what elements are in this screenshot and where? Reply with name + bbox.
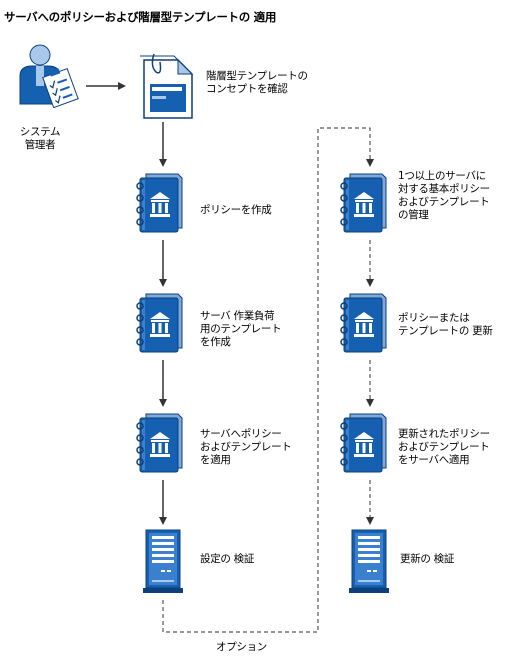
apply-binder-icon [136,413,183,473]
step-verify-update-label: 更新の 検証 [400,553,455,565]
verify-server-icon [142,529,184,594]
verify-update-server-icon [348,529,390,594]
actor-label: システム 管理者 [19,126,61,151]
create-template-binder-icon [136,293,183,353]
apply-updated-binder-icon [340,413,387,473]
document-icon [140,53,194,119]
diagram-title: サーバへのポリシーおよび階層型テンプレートの 適用 [4,10,277,24]
create-policy-binder-icon [136,173,183,233]
step-update-label: ポリシーまたは テンプレートの 更新 [398,312,493,337]
step-create-template-label: サーバ 作業負荷 用のテンプレート を作成 [200,310,282,348]
admin-with-clipboard-icon [19,44,79,109]
step-manage-label: 1つ以上のサーバに 対する基本ポリシー およびテンプレート の管理 [398,170,490,221]
update-binder-icon [340,293,387,353]
optional-loop-arrow [162,127,374,633]
step-review-concept-label: 階層型テンプレートの コンセプトを確認 [206,70,308,95]
step-create-policy-label: ポリシーを作成 [200,204,272,216]
optional-label: オプション [216,641,267,653]
step-apply-label: サーバへポリシー およびテンプレート を適用 [200,428,292,466]
step-apply-updated-label: 更新されたポリシー およびテンプレート をサーバへ適用 [398,428,490,466]
manage-binder-icon [340,173,387,233]
step-verify-label: 設定の 検証 [200,553,255,565]
